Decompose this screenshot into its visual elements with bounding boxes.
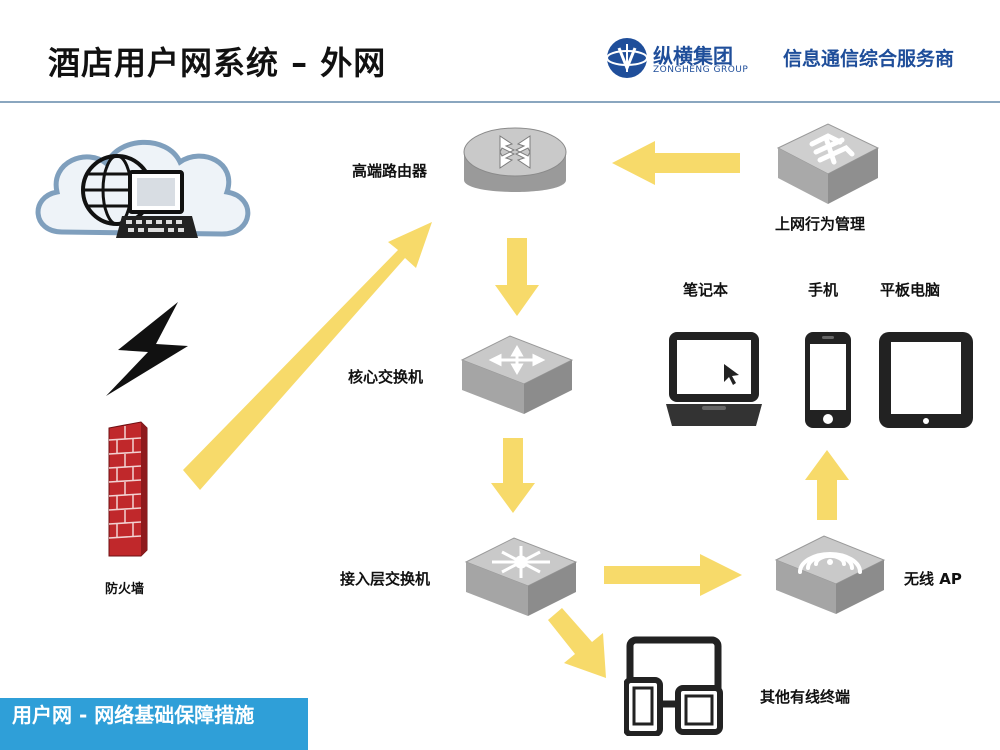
arrow-access-to-ap (604, 554, 742, 596)
arrow-access-to-wired (548, 608, 606, 678)
router-icon (463, 127, 567, 192)
footer-section-label: 用户网 - 网络基础保障措施 (0, 698, 308, 750)
label-phone: 手机 (808, 281, 839, 299)
brand-name-en: ZONGHENG GROUP (653, 65, 749, 75)
internet-cloud-icon (35, 139, 251, 238)
label-tablet: 平板电脑 (880, 281, 941, 299)
phone-icon (805, 332, 851, 428)
brand-logo-icon (606, 38, 648, 78)
wired-terminal-icon (624, 636, 723, 736)
tablet-icon (879, 332, 973, 428)
laptop-icon (666, 332, 762, 426)
arrow-router-to-core (495, 238, 539, 316)
arrow-mgmt-to-router (612, 141, 740, 185)
brand-name-cn: 纵横集团 (653, 44, 733, 68)
label-firewall: 防火墙 (105, 582, 145, 597)
header-divider (0, 101, 1000, 103)
label-access-switch: 接入层交换机 (340, 570, 431, 588)
firewall-icon (108, 421, 148, 557)
label-core-switch: 核心交换机 (348, 368, 424, 386)
label-wireless-ap: 无线 AP (904, 570, 962, 588)
access-switch-icon (464, 537, 578, 616)
brand-block: 纵横集团 ZONGHENG GROUP 信息通信综合服务商 (605, 36, 985, 80)
arrow-core-to-access (491, 438, 535, 513)
label-wired-terminal: 其他有线终端 (760, 688, 851, 706)
core-switch-icon (460, 335, 574, 414)
label-behavior-mgmt: 上网行为管理 (775, 215, 866, 233)
arrow-ap-to-devices (805, 450, 849, 520)
wireless-ap-icon (774, 535, 886, 614)
label-router: 高端路由器 (352, 162, 428, 180)
page-title: 酒店用户网系统 – 外网 (48, 44, 387, 82)
behavior-management-icon (776, 123, 880, 204)
arrow-firewall-to-router (183, 222, 432, 490)
lightning-icon (106, 302, 188, 396)
label-laptop: 笔记本 (683, 281, 729, 299)
brand-slogan: 信息通信综合服务商 (783, 48, 955, 70)
